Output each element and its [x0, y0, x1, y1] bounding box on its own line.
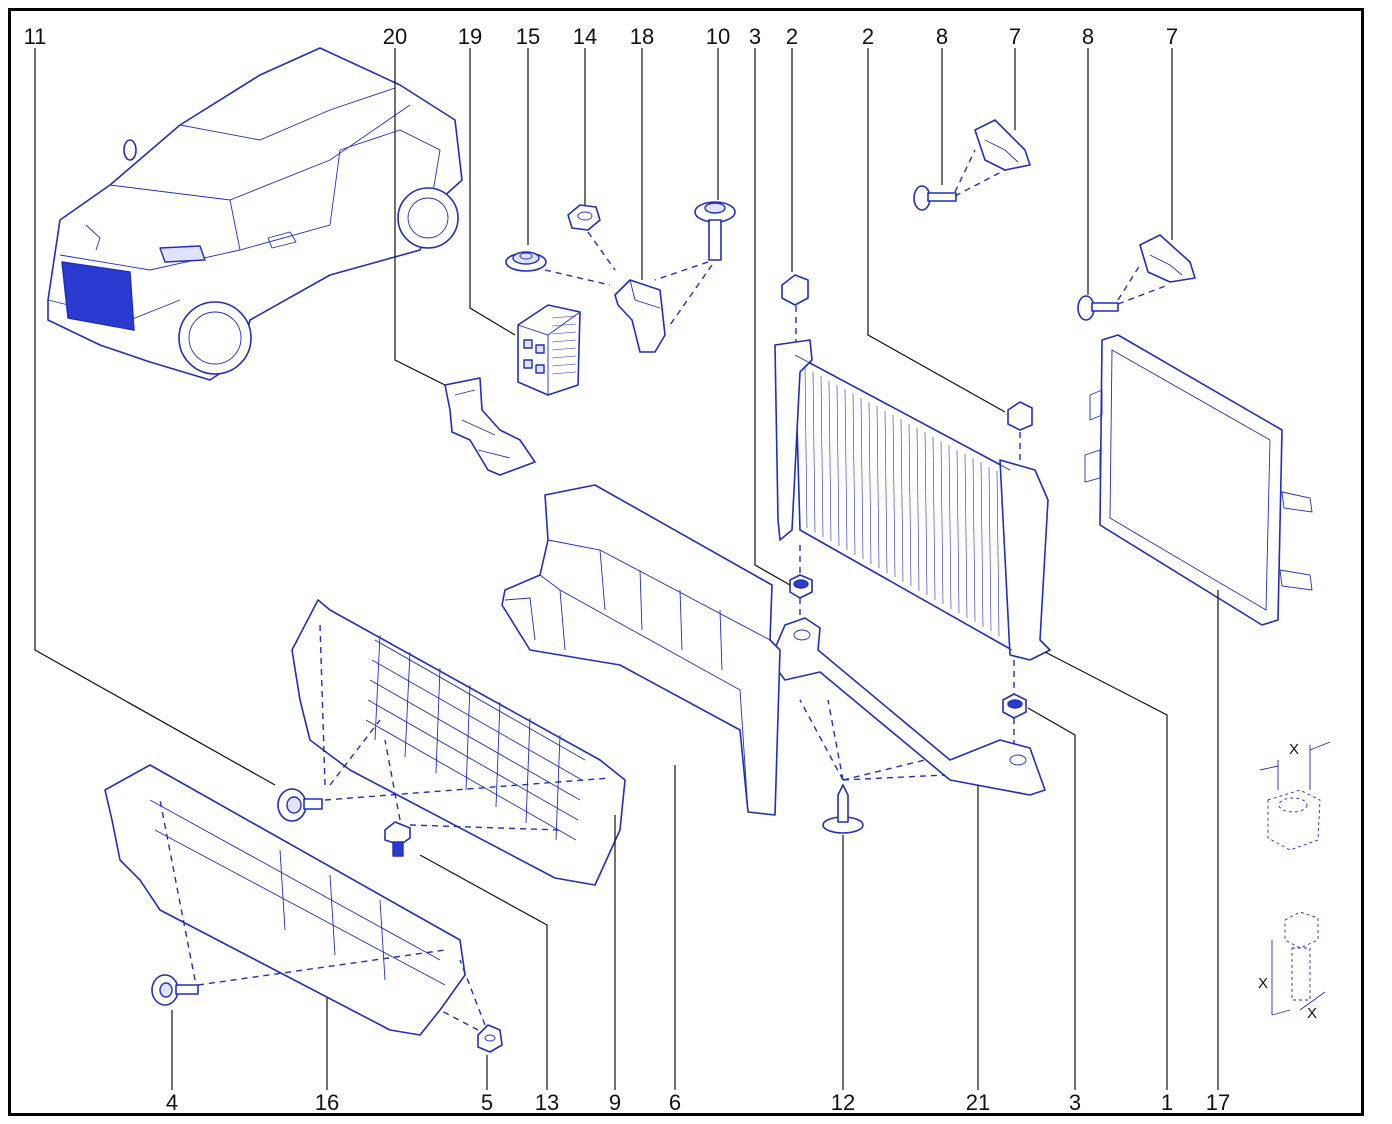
- part-13-clip: [384, 821, 411, 857]
- label-11: 11: [24, 24, 47, 49]
- part-17-condenser: [1084, 334, 1313, 626]
- part-20-bracket: [444, 377, 536, 476]
- part-2-clip-right: [1007, 401, 1033, 431]
- part-12-pin: [822, 784, 864, 834]
- leader-lines: [34, 48, 1219, 1090]
- label-9: 9: [609, 1090, 621, 1115]
- label-1: 1: [1161, 1090, 1173, 1115]
- part-5-nut: [477, 1024, 503, 1053]
- label-18: 18: [630, 24, 654, 49]
- part-18-bracket: [614, 279, 666, 353]
- label-12: 12: [831, 1090, 855, 1115]
- part-19-cooler: [517, 304, 581, 396]
- part-10-bolt: [694, 201, 736, 261]
- label-4: 4: [166, 1090, 178, 1115]
- part-3-grommet-right: [1002, 693, 1027, 719]
- part-2-clip-left: [781, 274, 809, 306]
- vehicle-illustration: [47, 47, 463, 381]
- label-17: 17: [1206, 1090, 1230, 1115]
- part-11-fastener: [277, 788, 323, 822]
- dimension-x-nut: X: [1289, 741, 1299, 758]
- label-7-lower: 7: [1166, 24, 1178, 49]
- part-8-bolt-lower: [1077, 295, 1119, 321]
- label-10: 10: [706, 24, 730, 49]
- part-1-radiator: [774, 339, 1051, 661]
- part-7-bracket-lower: [1139, 234, 1196, 283]
- dimension-x-bolt-length: X: [1258, 975, 1268, 992]
- label-15: 15: [516, 24, 540, 49]
- label-6: 6: [669, 1090, 681, 1115]
- bolt-dimension-inset: [1271, 911, 1326, 1016]
- label-2-left: 2: [786, 24, 798, 49]
- label-2-right: 2: [862, 24, 874, 49]
- dimension-marks: X X X: [1258, 741, 1317, 1022]
- label-21: 21: [966, 1090, 990, 1115]
- label-16: 16: [315, 1090, 339, 1115]
- part-9-shutter: [291, 599, 626, 886]
- radiator-fins: [804, 367, 1000, 637]
- nut-dimension-inset: [1259, 741, 1331, 851]
- label-8-lower: 8: [1082, 24, 1094, 49]
- label-5: 5: [481, 1090, 493, 1115]
- part-3-grommet-left: [789, 574, 813, 599]
- dimension-x-bolt-diameter: X: [1307, 1005, 1317, 1022]
- label-3-bottom: 3: [1069, 1090, 1081, 1115]
- part-14-nut: [567, 204, 601, 231]
- label-19: 19: [458, 24, 482, 49]
- part-8-bolt-upper: [913, 185, 957, 211]
- part-16-deflector: [104, 764, 466, 1036]
- label-7-upper: 7: [1009, 24, 1021, 49]
- label-14: 14: [573, 24, 597, 49]
- part-4-fastener: [151, 974, 199, 1006]
- top-labels: 11 20 19 15 14 18 10 3 2 2 8 7 8 7: [24, 24, 1179, 49]
- bottom-labels: 4 16 5 13 9 6 12 21 3 1 17: [166, 1090, 1230, 1115]
- part-7-bracket-upper: [974, 119, 1031, 171]
- label-13: 13: [535, 1090, 559, 1115]
- label-20: 20: [383, 24, 407, 49]
- part-21-lower-support: [769, 617, 1046, 796]
- part-15-grommet: [505, 251, 547, 272]
- label-3-top: 3: [749, 24, 761, 49]
- label-8-upper: 8: [936, 24, 948, 49]
- part-6-air-guide: [501, 484, 781, 816]
- shutter-louvers: [365, 634, 586, 841]
